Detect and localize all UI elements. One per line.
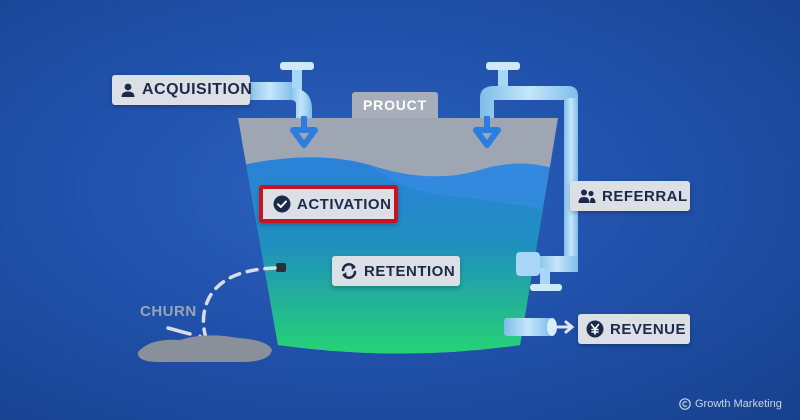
revenue-text: REVENUE: [610, 320, 687, 338]
check-circle-icon: [273, 195, 291, 213]
referral-text: REFERRAL: [602, 187, 688, 205]
users-icon: [578, 188, 596, 204]
acquisition-faucet: [246, 62, 314, 118]
revenue-label: REVENUE: [578, 314, 690, 344]
water-surface-mask: [238, 140, 558, 177]
churn-splash: [166, 326, 192, 336]
acquisition-text: ACQUISITION: [142, 81, 253, 98]
product-label: PROUCT: [352, 92, 438, 118]
referral-inflow-arrow: [473, 116, 501, 148]
churn-label: CHURN: [140, 303, 197, 320]
copyright-icon: [679, 398, 691, 410]
revenue-outlet: [504, 318, 575, 336]
acquisition-inflow-arrow: [290, 116, 318, 148]
churn-drip-path: [201, 266, 277, 340]
retention-label: RETENTION: [332, 256, 460, 286]
user-icon: [120, 82, 136, 98]
brand-text: Growth Marketing: [695, 398, 782, 410]
churn-puddle: [137, 335, 272, 362]
leak-hole: [276, 263, 286, 272]
refresh-icon: [340, 262, 358, 280]
activation-text: ACTIVATION: [297, 195, 392, 213]
acquisition-label: ACQUISITION: [112, 75, 253, 105]
referral-label: REFERRAL: [570, 181, 690, 211]
retention-text: RETENTION: [364, 262, 456, 280]
brand-footer: Growth Marketing: [679, 398, 782, 410]
activation-label: ACTIVATION: [259, 185, 398, 223]
water-wave: [370, 163, 558, 215]
product-text: PROUCT: [363, 97, 427, 113]
yen-coin-icon: [586, 320, 604, 338]
